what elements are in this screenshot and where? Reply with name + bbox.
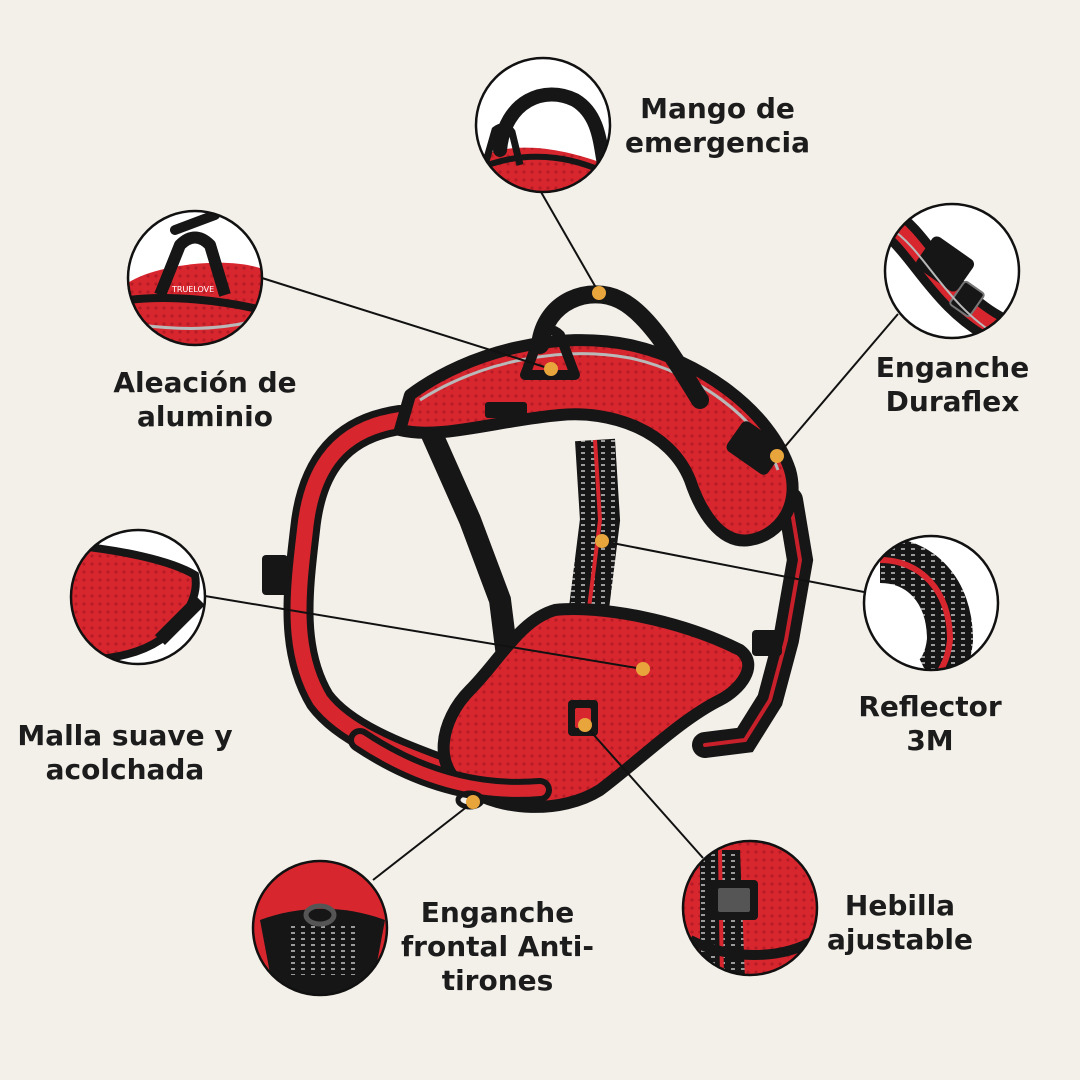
leader-aluminium — [261, 277, 552, 370]
leader-lines — [204, 191, 899, 881]
label-emergency-handle: Mango de emergencia — [600, 92, 835, 160]
leader-mesh — [204, 595, 644, 670]
d-ring-brand-text: TRUELOVE — [171, 285, 214, 294]
label-mesh: Malla suave y acolchada — [15, 719, 235, 787]
leader-front-clip — [372, 801, 474, 881]
detail-circle-buckle — [681, 839, 819, 977]
label-line: tirones — [441, 964, 554, 997]
leader-duraflex — [776, 313, 899, 457]
label-line: Hebilla — [844, 889, 956, 922]
label-duraflex: Enganche Duraflex — [860, 351, 1045, 419]
label-line: acolchada — [45, 753, 205, 786]
label-line: aluminio — [137, 400, 273, 433]
label-line: Aleación de — [113, 366, 297, 399]
marker-dot-duraflex — [770, 449, 784, 463]
girth-strap-padding — [354, 734, 546, 797]
label-line: Reflector — [858, 690, 1002, 723]
padded-mesh-icon — [71, 541, 205, 664]
detail-circle-duraflex — [883, 202, 1021, 340]
label-aluminium: Aleación de aluminio — [90, 366, 320, 434]
front-clip-ring-icon — [253, 861, 387, 995]
label-reflector: Reflector 3M — [845, 690, 1015, 758]
marker-dot-reflector — [595, 534, 609, 548]
label-line: Enganche — [875, 351, 1030, 384]
marker-dot-front-clip — [466, 795, 480, 809]
leader-reflector — [601, 540, 865, 593]
brand-badge — [485, 402, 527, 418]
leader-buckle — [584, 724, 704, 859]
label-line: Duraflex — [885, 385, 1020, 418]
adjustable-buckle-icon — [683, 841, 817, 975]
detail-circle-front-clip — [251, 859, 389, 997]
label-line: Mango de — [640, 92, 795, 125]
label-line: frontal Anti- — [401, 930, 594, 963]
dog-harness-illustration — [262, 285, 814, 813]
marker-dots — [466, 286, 784, 809]
reflective-strap-icon — [878, 537, 974, 670]
emergency-handle — [531, 285, 709, 409]
label-line: ajustable — [826, 923, 973, 956]
marker-dot-buckle — [578, 718, 592, 732]
d-ring — [520, 325, 580, 380]
marker-dot-handle — [592, 286, 606, 300]
label-line: Malla suave y — [17, 719, 233, 752]
marker-dot-mesh — [636, 662, 650, 676]
right-side-strap-reflect — [703, 498, 803, 747]
label-line: emergencia — [624, 126, 811, 159]
detail-circle-reflector — [862, 534, 1000, 672]
duraflex-buckle — [726, 421, 784, 475]
detail-circle-aluminium: TRUELOVE — [126, 209, 264, 347]
detail-circle-handle — [474, 56, 612, 194]
detail-circle-mesh — [69, 528, 207, 666]
label-line: Enganche — [420, 896, 575, 929]
label-line: 3M — [906, 724, 954, 757]
marker-dot-aluminium — [544, 362, 558, 376]
adjust-buckle-right — [752, 630, 782, 656]
label-front-clip: Enganche frontal Anti- tirones — [395, 896, 600, 998]
adjust-buckle-left — [262, 555, 288, 595]
aluminium-d-ring-icon: TRUELOVE — [128, 211, 262, 345]
left-inner-strap — [419, 419, 521, 691]
leader-handle — [540, 191, 600, 294]
label-buckle: Hebilla ajustable — [820, 889, 980, 957]
